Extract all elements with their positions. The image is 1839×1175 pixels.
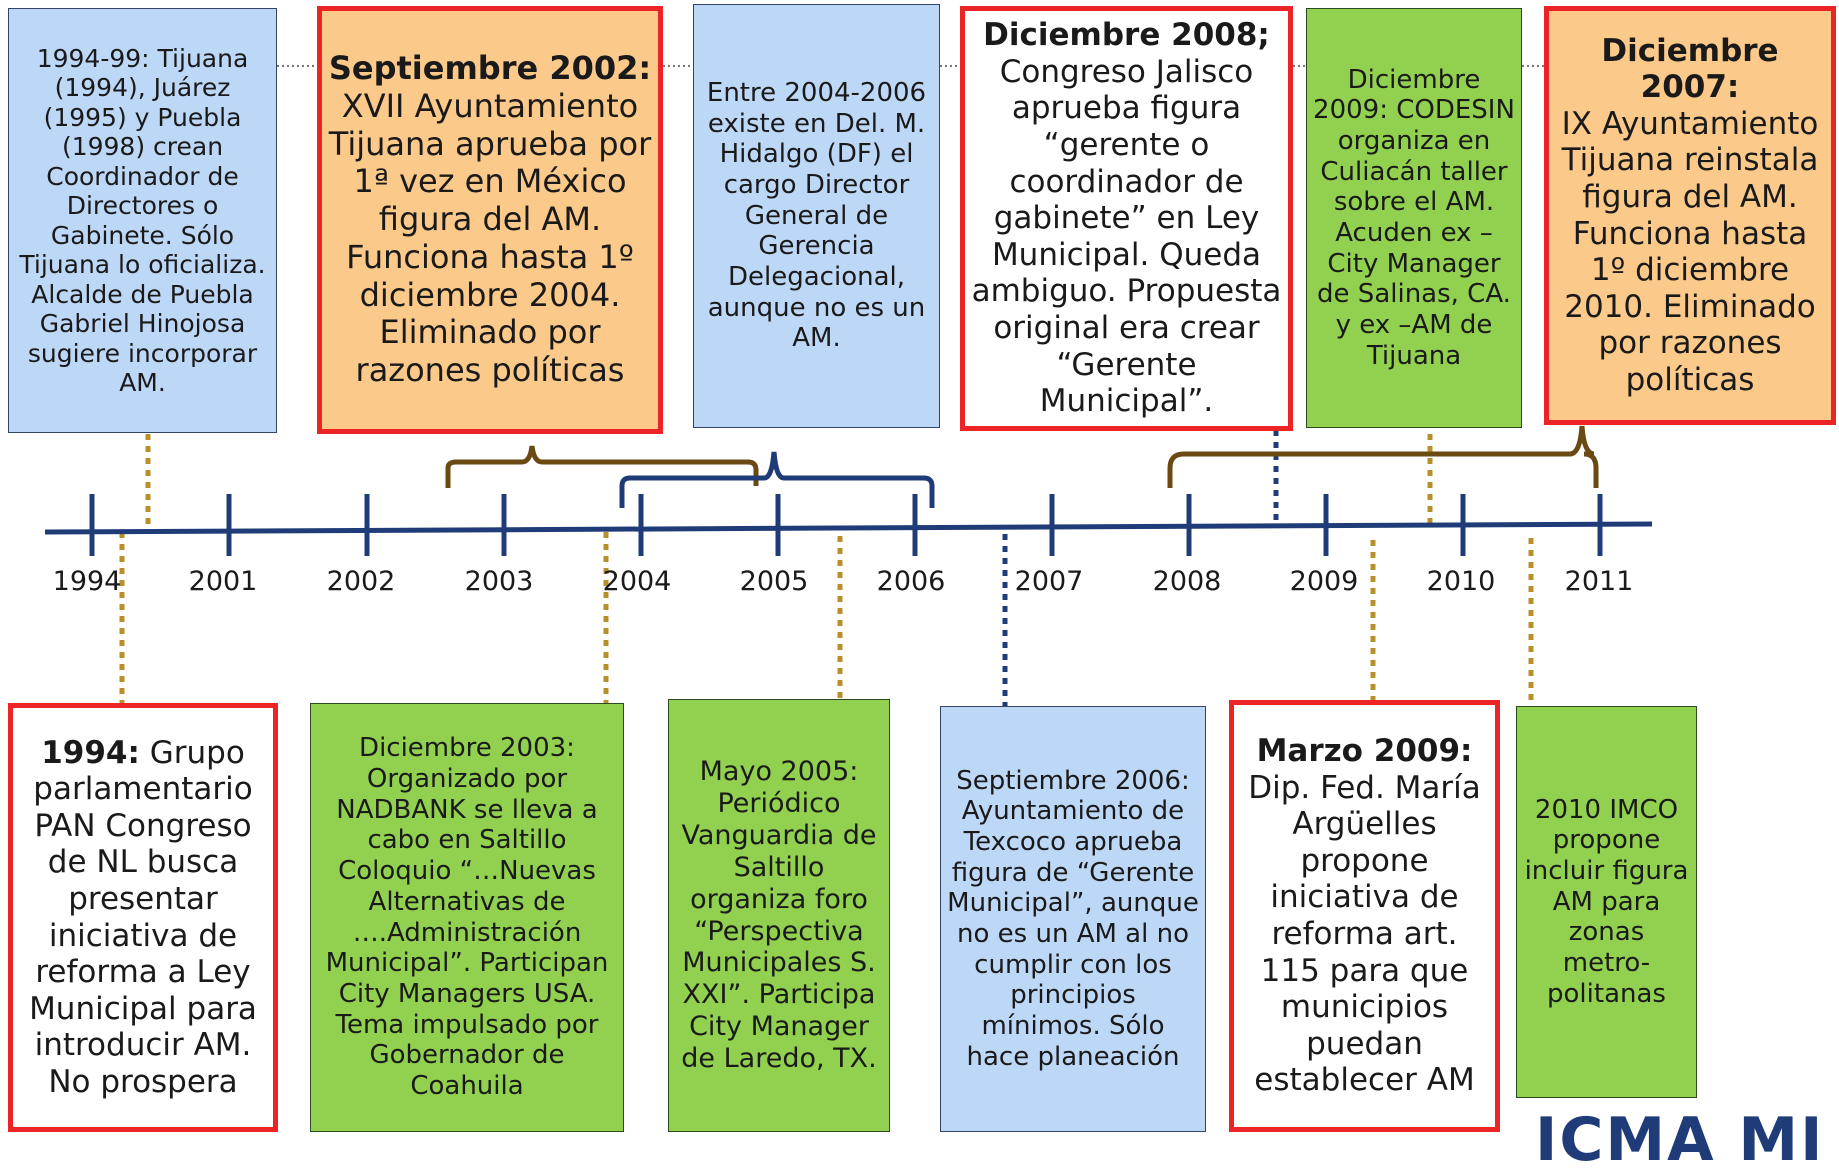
event-text: Diciembre 2003: Organizado por NADBANK s… [325,733,609,1101]
brace-2004-2006 [619,451,935,508]
event-text: IX Ayuntamiento Tijuana reinstala figura… [1561,105,1819,398]
icma-logo: ICMA MI [1535,1105,1825,1175]
event-text: Dip. Fed. María Argüelles propone inicia… [1248,769,1481,1099]
event-box-2004-2006: Entre 2004-2006 existe en Del. M. Hidalg… [693,4,940,428]
event-box-sept-2006: Septiembre 2006: Ayuntamiento de Texcoco… [940,706,1206,1132]
timeline-graphic [44,65,1653,706]
year-label: 2008 [1152,566,1222,597]
event-heading: Diciembre 2008; [983,17,1270,54]
event-box-2010-imco: 2010 IMCO propone incluir figura AM para… [1516,706,1697,1098]
event-connectors [119,434,1534,706]
axis-ticks [89,494,1603,556]
event-box-dic-2008: Diciembre 2008; Congreso Jalisco aprueba… [960,6,1293,431]
year-label: 2006 [876,566,946,597]
event-box-dic-2007: Diciembre 2007: IX Ayuntamiento Tijuana … [1544,6,1836,425]
event-text: 1994-99: Tijuana (1994), Juárez (1995) y… [19,43,266,398]
year-label: 2009 [1289,566,1359,597]
event-text: Mayo 2005: Periódico Vanguardia de Salti… [681,756,877,1074]
event-text: Septiembre 2006: Ayuntamiento de Texcoco… [947,765,1199,1072]
event-box-dic-2009: Diciembre 2009: CODESIN organiza en Culi… [1306,8,1522,428]
event-heading: Marzo 2009: [1256,733,1473,770]
event-heading: Septiembre 2002: [328,49,652,88]
event-text: 2010 IMCO propone incluir figura AM para… [1524,794,1689,1009]
year-label: 2010 [1426,566,1496,597]
event-text: Grupo parlamentario PAN Congreso de NL b… [29,734,257,1100]
event-content: 1994: Grupo parlamentario PAN Congreso d… [19,735,267,1101]
year-label: 2001 [188,566,258,597]
event-connectors-blue [1002,430,1279,706]
year-label: 2011 [1564,566,1634,597]
event-box-marzo-2009: Marzo 2009: Dip. Fed. María Argüelles pr… [1229,700,1500,1132]
event-box-1994-pan: 1994: Grupo parlamentario PAN Congreso d… [8,703,278,1132]
year-label: 2005 [739,566,809,597]
event-text: Congreso Jalisco aprueba figura “gerente… [971,53,1282,420]
year-label: 2007 [1014,566,1084,597]
year-label: 1994 [52,566,122,597]
event-text: XVII Ayuntamiento Tijuana aprueba por 1ª… [328,86,652,390]
event-text: Diciembre 2009: CODESIN organiza en Culi… [1313,64,1515,371]
event-heading: 1994: [41,734,140,771]
brace-2002-2004 [445,445,759,488]
event-box-1994-99: 1994-99: Tijuana (1994), Juárez (1995) y… [8,8,277,433]
event-box-sept-2002: Septiembre 2002: XVII Ayuntamiento Tijua… [317,6,663,434]
event-text: Entre 2004-2006 existe en Del. M. Hidalg… [706,77,927,354]
event-box-mayo-2005: Mayo 2005: Periódico Vanguardia de Salti… [668,699,890,1132]
event-heading: Diciembre 2007: [1601,32,1779,106]
brace-2008-2011 [1167,425,1599,488]
timeline-axis [44,521,1653,535]
event-box-dic-2003: Diciembre 2003: Organizado por NADBANK s… [310,703,624,1132]
year-label: 2002 [326,566,396,597]
year-label: 2003 [464,566,534,597]
year-label: 2004 [602,566,672,597]
